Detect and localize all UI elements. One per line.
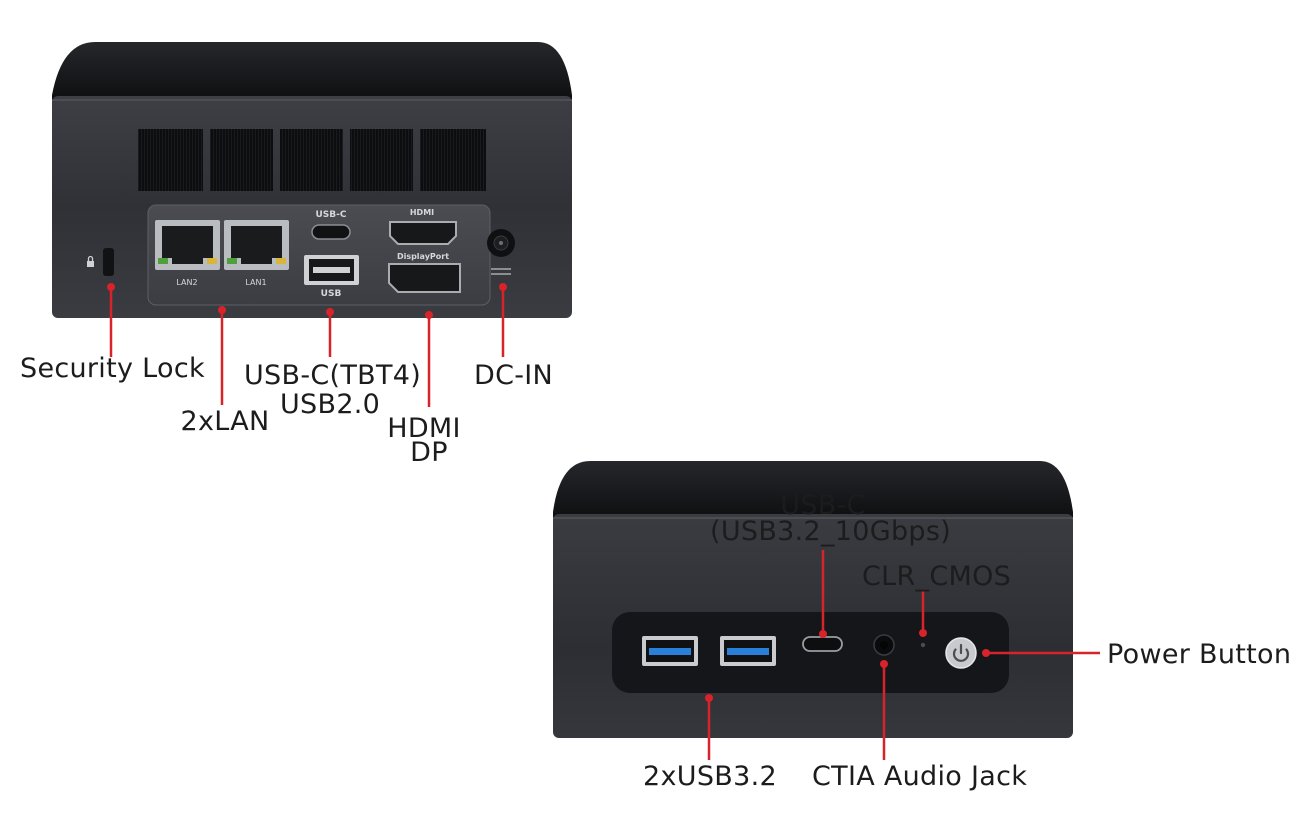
callout-ctia-audio-jack: CTIA Audio Jack: [812, 761, 1028, 792]
lan1-port: [224, 220, 289, 270]
power-button: [945, 637, 977, 669]
rear-vent-grille: [138, 129, 486, 191]
security-lock-slot: [103, 248, 114, 276]
lock-icon: [87, 255, 94, 267]
displayport-port: [388, 263, 461, 293]
displayport-marking: DisplayPort: [397, 252, 449, 261]
callout-security-lock: Security Lock: [20, 353, 205, 384]
usb-marking: USB: [321, 289, 342, 299]
rear-device-top: [52, 42, 572, 100]
callout-dp: DP: [410, 437, 448, 468]
front-device: [553, 461, 1073, 738]
rear-device: LAN2 LAN1 USB-C HDMI USB DisplayPort: [52, 42, 572, 318]
callout-usbc-tbt4: USB-C(TBT4): [244, 360, 422, 391]
usb-c-marking: USB-C: [316, 210, 347, 220]
callout-2xusb32: 2xUSB3.2: [643, 761, 777, 792]
front-io-panel: [612, 612, 1009, 693]
dc-in-jack: [487, 229, 515, 275]
hdmi-port: [389, 221, 457, 245]
lan2-port: [155, 220, 220, 270]
rear-usb-c-port: [311, 224, 351, 240]
front-callout-lines: [705, 550, 1100, 760]
callout-usb-c-speed: (USB3.2_10Gbps): [710, 516, 952, 547]
callout-usb-c: USB-C: [780, 490, 866, 521]
usb32-port-2: [720, 636, 776, 666]
callout-clr-cmos: CLR_CMOS: [862, 561, 1012, 592]
clr-cmos-hole: [920, 642, 926, 648]
front-device-top: [553, 461, 1073, 518]
lan2-marking: LAN2: [176, 278, 197, 287]
rear-usb-a-port: [304, 255, 359, 285]
callout-dc-in: DC-IN: [474, 360, 554, 391]
callout-hdmi: HDMI: [387, 413, 461, 444]
front-usb-c-port: [802, 636, 843, 652]
rear-callout-lines: [107, 283, 507, 407]
usb32-port-1: [642, 636, 698, 666]
callout-power-button: Power Button: [1107, 639, 1292, 670]
power-icon: [952, 648, 970, 662]
callout-usb20: USB2.0: [280, 389, 381, 420]
callout-2xlan: 2xLAN: [180, 406, 270, 437]
audio-jack: [873, 634, 895, 656]
lan1-marking: LAN1: [245, 278, 266, 287]
hdmi-marking: HDMI: [410, 208, 434, 217]
